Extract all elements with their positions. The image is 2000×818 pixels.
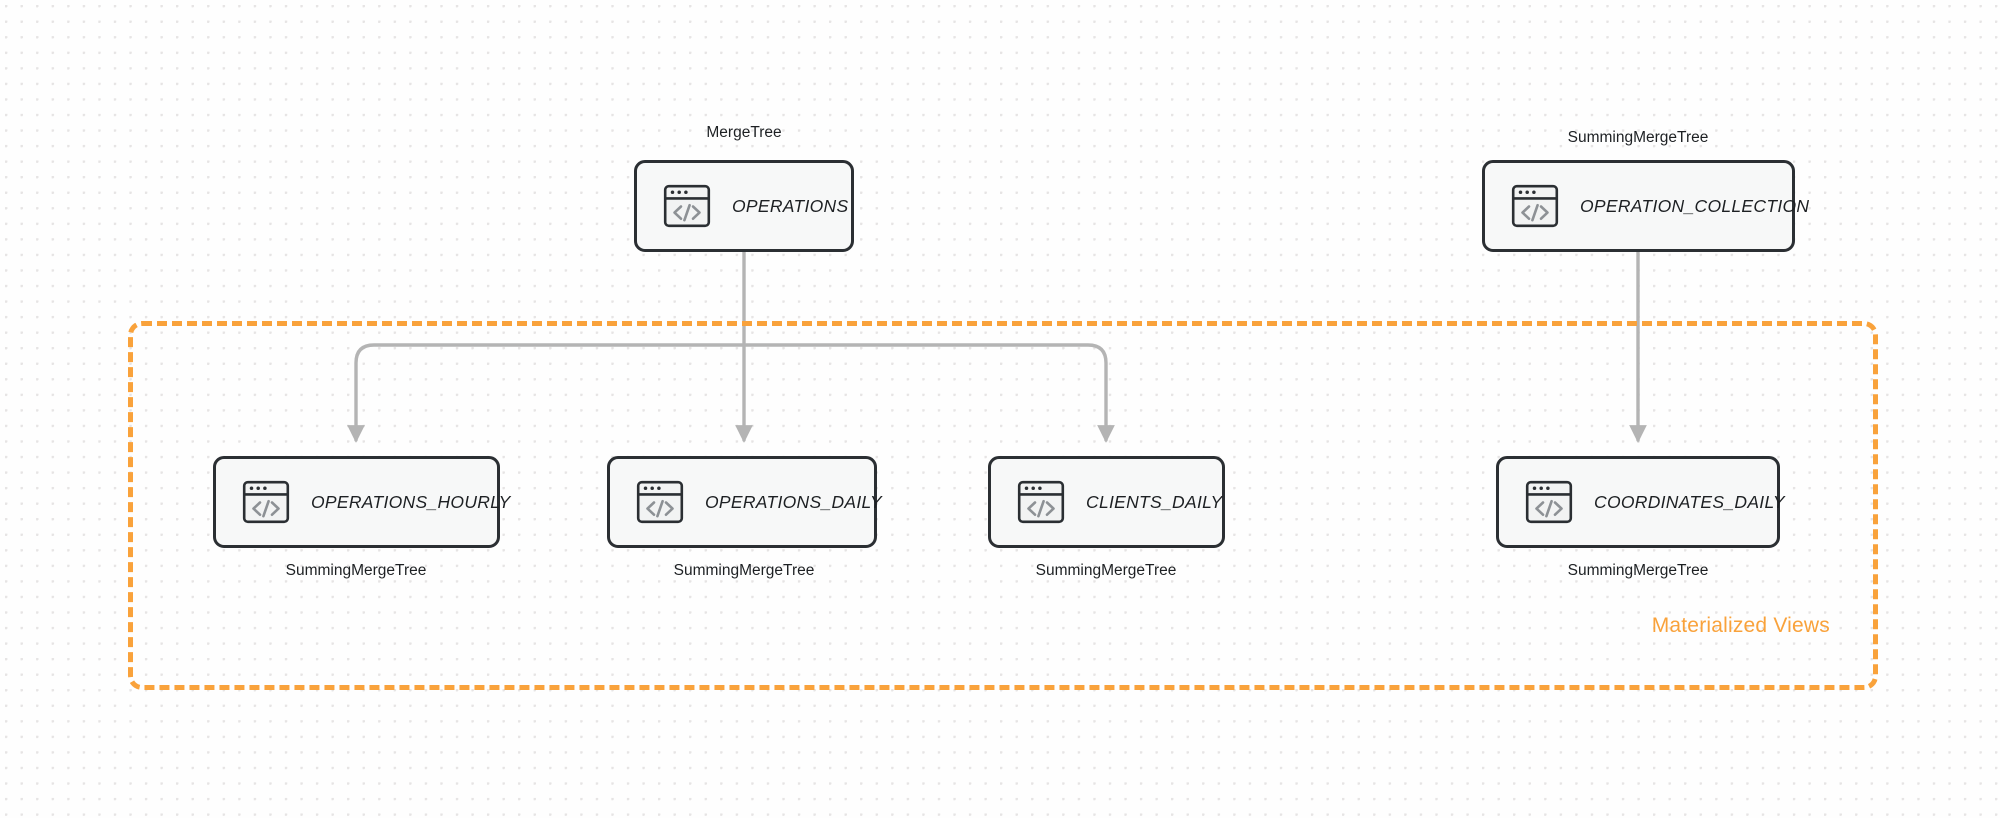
node-coordinates-daily[interactable]: COORDINATES_DAILY: [1496, 456, 1785, 548]
node-clients-daily[interactable]: CLIENTS_DAILY: [988, 456, 1225, 548]
engine-label-operations: MergeTree: [706, 124, 782, 141]
materialized-views-group[interactable]: Materialized Views: [128, 321, 1878, 690]
engine-label-operation-collection: SummingMergeTree: [1567, 129, 1709, 146]
node-title: COORDINATES_DAILY: [1594, 491, 1785, 512]
node-operations-daily[interactable]: OPERATIONS_DAILY: [607, 456, 882, 548]
node-title: OPERATIONS: [732, 195, 849, 216]
node-operations[interactable]: OPERATIONS: [634, 160, 854, 252]
engine-label-operations-hourly: SummingMergeTree: [285, 562, 427, 579]
node-operations-hourly[interactable]: OPERATIONS_HOURLY: [213, 456, 510, 548]
node-title: CLIENTS_DAILY: [1086, 491, 1223, 512]
materialized-views-label: Materialized Views: [1651, 614, 1830, 637]
code-window-icon: [636, 480, 684, 524]
code-window-icon: [663, 184, 711, 228]
node-title: OPERATIONS_HOURLY: [311, 491, 511, 512]
node-title: OPERATION_COLLECTION: [1580, 195, 1810, 216]
code-window-icon: [1511, 184, 1559, 228]
node-operation-collection[interactable]: OPERATION_COLLECTION: [1482, 160, 1809, 252]
code-window-icon: [242, 480, 290, 524]
engine-label-operations-daily: SummingMergeTree: [673, 562, 815, 579]
engine-label-coordinates-daily: SummingMergeTree: [1567, 562, 1709, 579]
node-title: OPERATIONS_DAILY: [705, 491, 882, 512]
code-window-icon: [1017, 480, 1065, 524]
code-window-icon: [1525, 480, 1573, 524]
engine-label-clients-daily: SummingMergeTree: [1035, 562, 1177, 579]
